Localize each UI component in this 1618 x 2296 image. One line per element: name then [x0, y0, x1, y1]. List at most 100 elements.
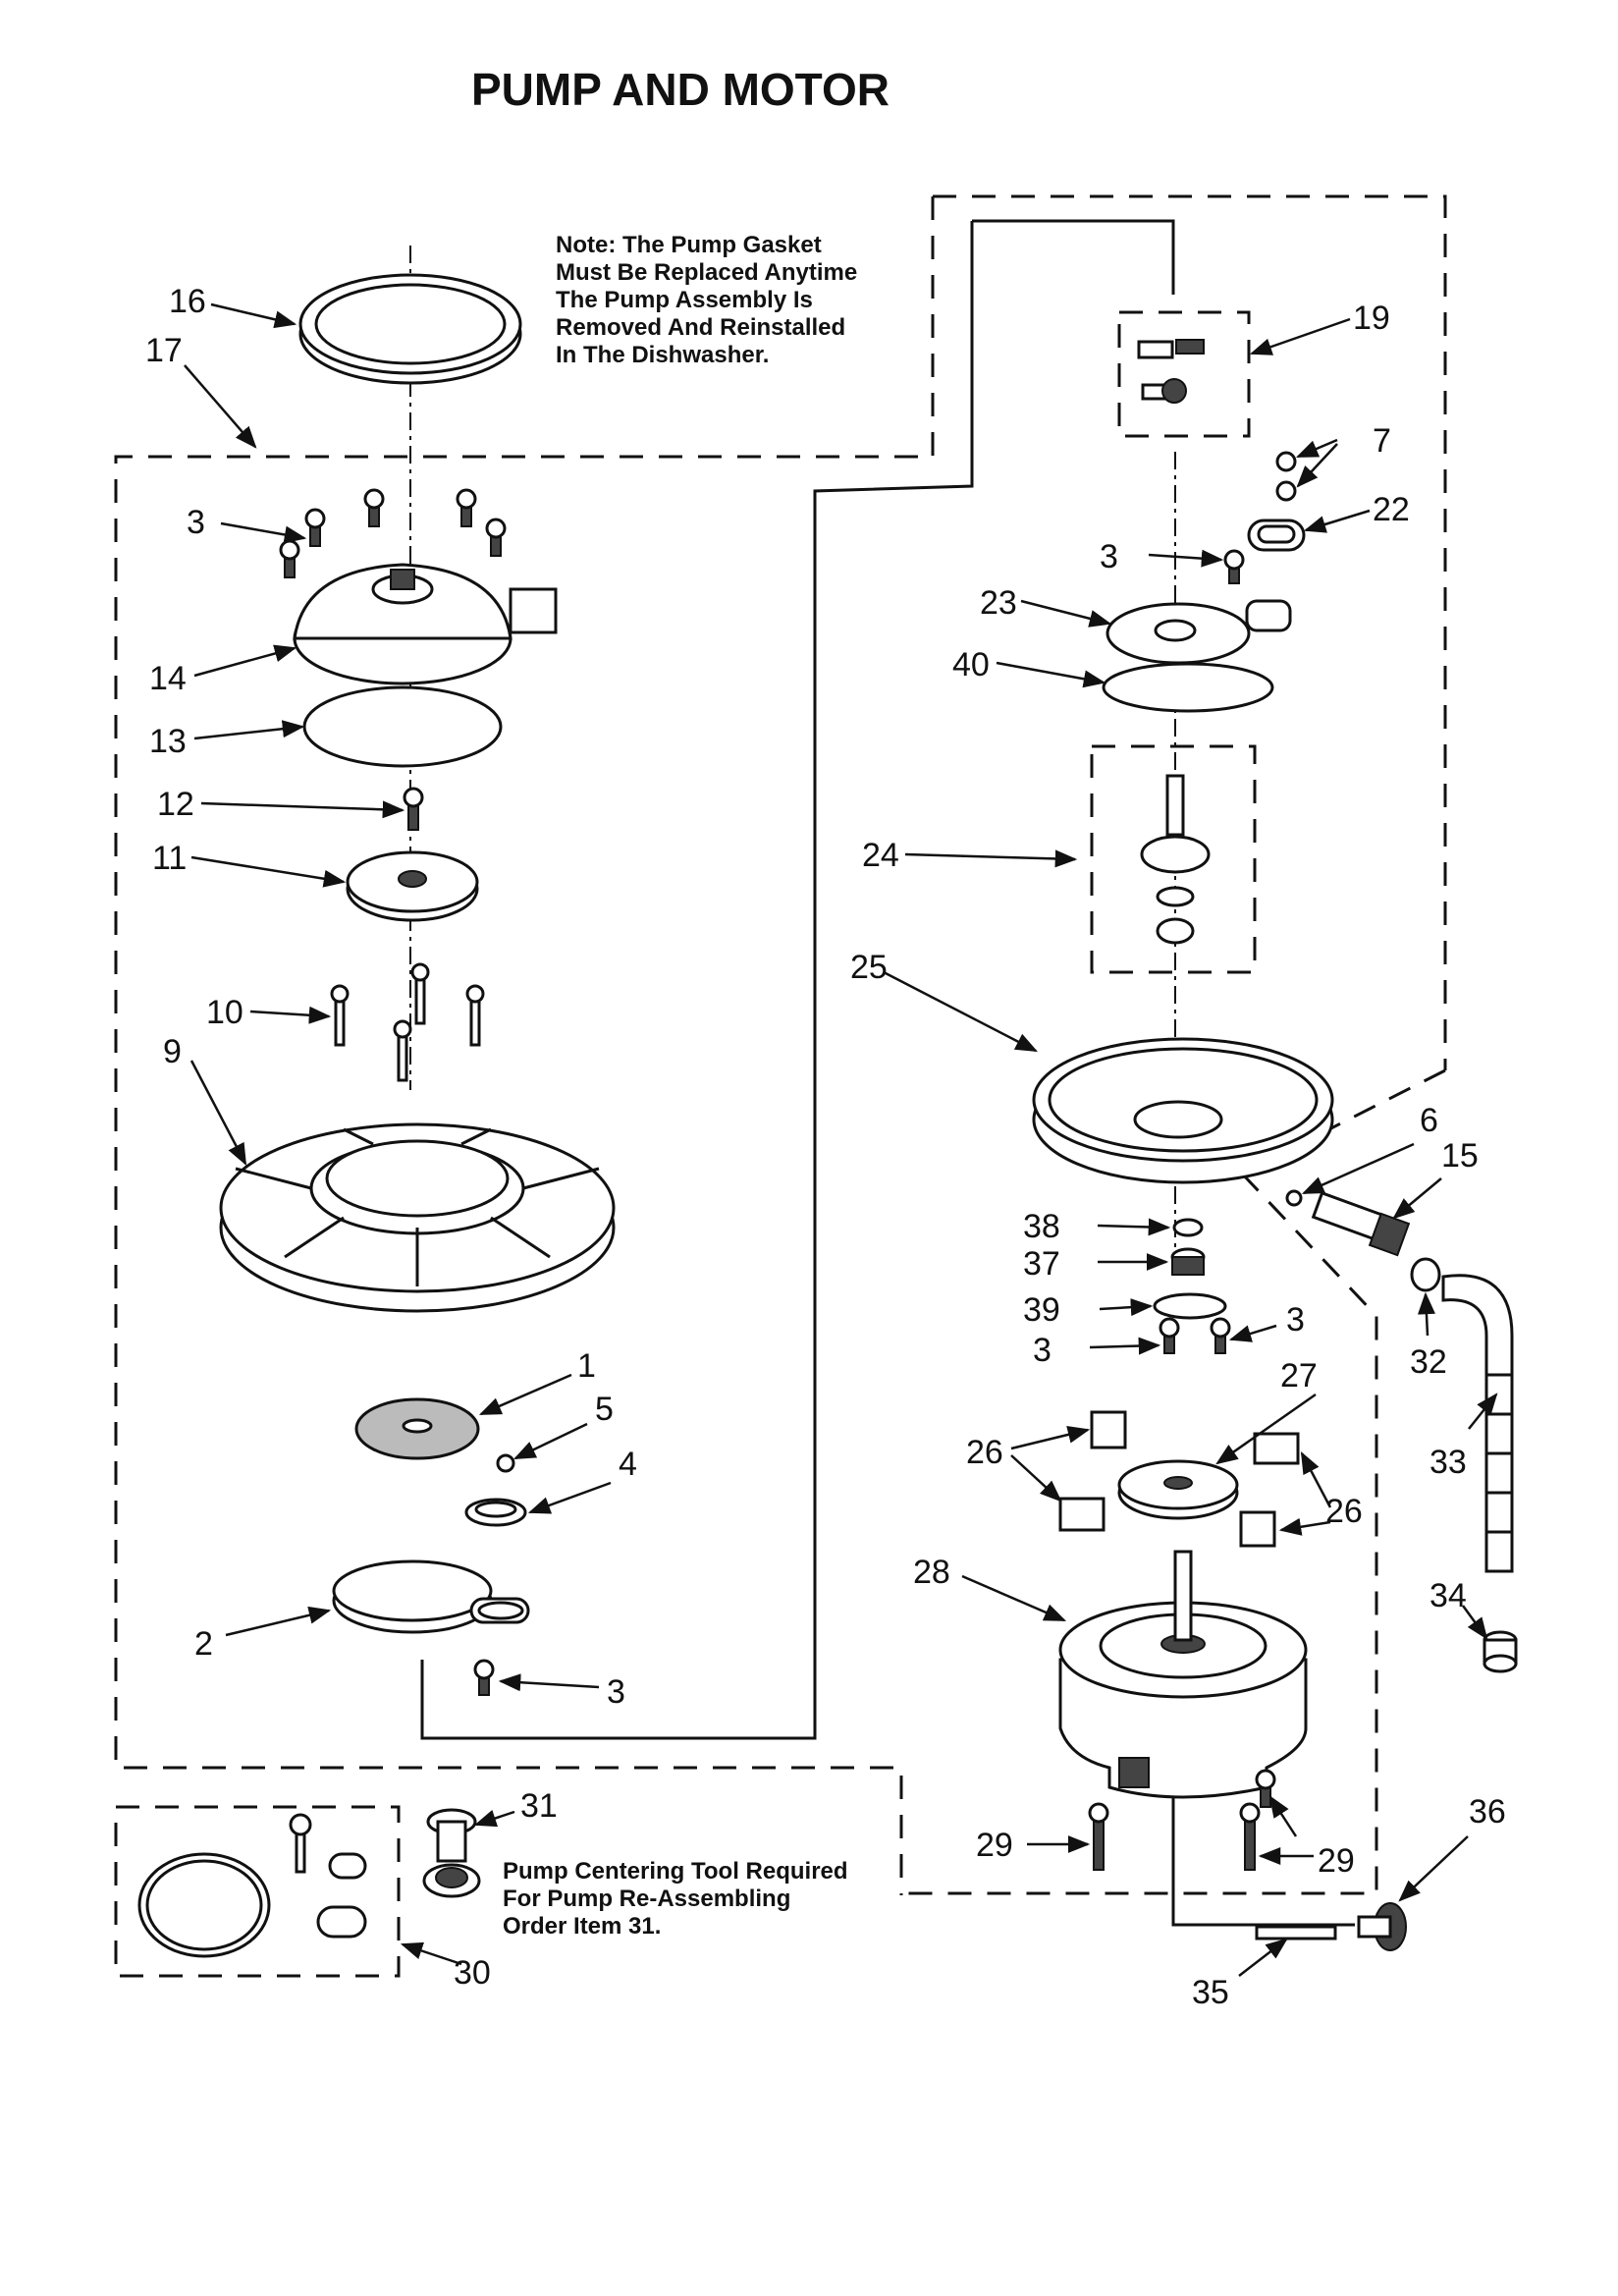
- callout-22: 22: [1373, 491, 1410, 528]
- part-9-pump-base: [219, 1122, 616, 1313]
- note-line: The Pump Assembly Is: [556, 287, 813, 313]
- callout-35: 35: [1192, 1974, 1229, 2011]
- group-24-box: [1090, 744, 1257, 974]
- callout-3: 3: [187, 504, 205, 541]
- callout-29b: 29: [1318, 1842, 1355, 1880]
- kit-30-box: [114, 1805, 401, 1978]
- part-39-plate: [1153, 1292, 1227, 1320]
- part-15-valve: [1311, 1190, 1411, 1257]
- callout-31: 31: [520, 1787, 558, 1825]
- part-30-kit: [137, 1813, 367, 1958]
- callout-28: 28: [913, 1554, 950, 1591]
- callout-7: 7: [1373, 422, 1391, 460]
- note-line: In The Dishwasher.: [556, 342, 770, 368]
- callout-24: 24: [862, 837, 899, 874]
- callouts: 16 17 3 14 13 12 11 10 9 1 5 4 2 3 19 7 …: [145, 283, 1506, 2011]
- part-3-screws: [279, 488, 507, 578]
- part-16-pump-gasket: [298, 273, 522, 385]
- part-13-o-ring: [302, 685, 503, 768]
- part-3-screw: [473, 1659, 495, 1696]
- part-14-pump-housing: [293, 563, 558, 685]
- motor-assembly-boundary: [901, 1172, 1378, 1895]
- callout-37: 37: [1023, 1245, 1060, 1283]
- note-line: Order Item 31.: [503, 1913, 662, 1940]
- part-27-disc: [1117, 1459, 1239, 1520]
- callout-26b: 26: [1325, 1493, 1363, 1530]
- part-25-pump-base: [1032, 1037, 1334, 1184]
- page-title: PUMP AND MOTOR: [471, 64, 890, 115]
- callout-19: 19: [1353, 300, 1390, 337]
- part-33-hose: [1441, 1274, 1514, 1573]
- callout-6: 6: [1420, 1102, 1438, 1139]
- callout-2: 2: [194, 1625, 213, 1663]
- callout-34: 34: [1429, 1577, 1467, 1614]
- callout-25: 25: [850, 949, 888, 986]
- callout-11: 11: [152, 840, 187, 877]
- part-22-seal: [1247, 519, 1306, 552]
- part-2-sump: [332, 1559, 530, 1634]
- callout-9: 9: [163, 1033, 182, 1070]
- callout-23: 23: [980, 584, 1017, 622]
- part-23-housing: [1106, 599, 1292, 665]
- part-40-gasket: [1102, 662, 1274, 713]
- leader-lines: [184, 302, 1498, 1977]
- callout-3c: 3: [1100, 538, 1118, 575]
- part-10-bolts: [330, 962, 485, 1082]
- note-line: Note: The Pump Gasket: [556, 232, 822, 258]
- part-26-blocks: [1058, 1410, 1300, 1548]
- callout-14: 14: [149, 660, 187, 697]
- callout-39: 39: [1023, 1291, 1060, 1329]
- part-24-shaft-assembly: [1140, 774, 1211, 945]
- note-line: Must Be Replaced Anytime: [556, 259, 858, 286]
- callout-27: 27: [1280, 1357, 1318, 1394]
- callout-10: 10: [206, 994, 243, 1031]
- callout-38: 38: [1023, 1208, 1060, 1245]
- note-line: For Pump Re-Assembling: [503, 1886, 791, 1912]
- part-37-bushing: [1170, 1247, 1206, 1276]
- centering-tool-note: Pump Centering Tool Required For Pump Re…: [503, 1858, 915, 1941]
- callout-33: 33: [1429, 1444, 1467, 1481]
- note-line: Pump Centering Tool Required: [503, 1858, 848, 1885]
- pump-assembly-boundary: [933, 194, 1447, 1070]
- part-29-screws: [1088, 1769, 1276, 1871]
- part-12-screw: [403, 787, 424, 831]
- part-38-o-ring: [1172, 1218, 1204, 1237]
- part-3-screw: [1223, 549, 1245, 584]
- part-31-centering-tool: [422, 1808, 481, 1898]
- sump-connector-line: [972, 219, 1175, 295]
- callout-12: 12: [157, 786, 194, 823]
- callout-30: 30: [454, 1954, 491, 1992]
- callout-17: 17: [145, 332, 183, 369]
- part-11-impeller: [346, 850, 479, 922]
- part-6-o-ring: [1285, 1189, 1303, 1207]
- callout-15: 15: [1441, 1137, 1479, 1175]
- callout-4: 4: [619, 1446, 637, 1483]
- callout-3e: 3: [1033, 1332, 1052, 1369]
- callout-3d: 3: [1286, 1301, 1305, 1339]
- part-32-clamp: [1410, 1257, 1441, 1292]
- part-28-motor: [1058, 1550, 1308, 1799]
- part-34-cap: [1483, 1630, 1518, 1673]
- callout-3b: 3: [607, 1673, 625, 1711]
- pump-gasket-note: Note: The Pump Gasket Must Be Replaced A…: [556, 232, 968, 369]
- sump-connector-line: [420, 221, 974, 1740]
- part-3-screws: [1159, 1317, 1231, 1354]
- note-line: Removed And Reinstalled: [556, 314, 846, 341]
- callout-32: 32: [1410, 1343, 1447, 1381]
- part-7-ball: [1275, 480, 1297, 502]
- callout-16: 16: [169, 283, 206, 320]
- callout-40: 40: [952, 646, 990, 683]
- callout-26: 26: [966, 1434, 1003, 1471]
- callout-36: 36: [1469, 1793, 1506, 1831]
- part-19-clips: [1137, 339, 1205, 404]
- callout-29: 29: [976, 1827, 1013, 1864]
- callout-13: 13: [149, 723, 187, 760]
- group-19-box: [1117, 310, 1251, 438]
- part-35-shaft: [1255, 1925, 1337, 1941]
- part-1-filter-screen: [354, 1397, 480, 1460]
- part-5-ball: [496, 1453, 515, 1473]
- callout-5: 5: [595, 1391, 614, 1428]
- part-36-knob: [1357, 1902, 1407, 1951]
- callout-1: 1: [577, 1347, 596, 1385]
